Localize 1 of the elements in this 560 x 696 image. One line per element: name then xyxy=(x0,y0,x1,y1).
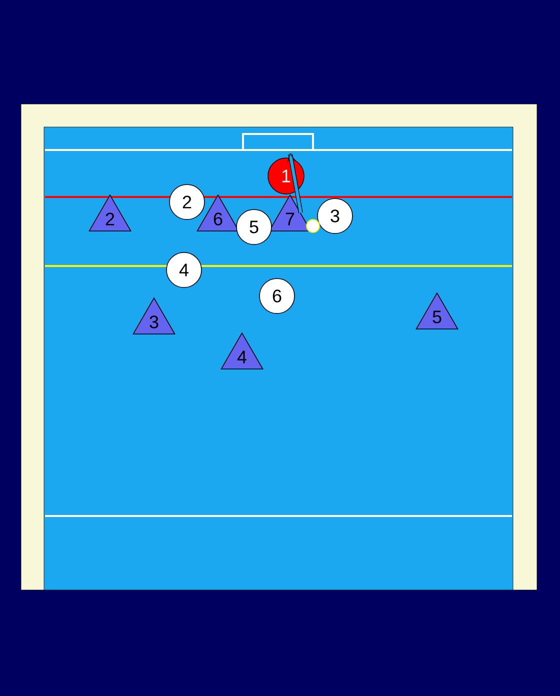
arrow xyxy=(287,153,303,214)
